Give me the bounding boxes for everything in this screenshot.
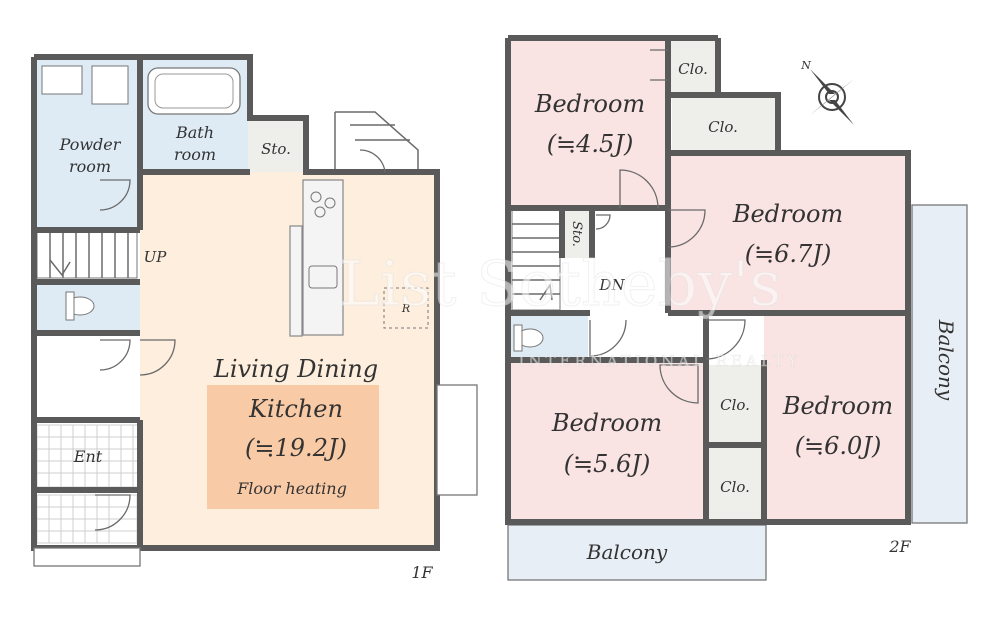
bedroom-se-label: Bedroom [782, 392, 893, 420]
bedroom-nw-size: (≒4.5J) [547, 130, 634, 158]
staircase-2f [511, 209, 561, 311]
storage-1f-area [248, 118, 303, 172]
floor-label-2f: 2F [888, 537, 911, 556]
bedroom-se-size: (≒6.0J) [795, 432, 882, 460]
bedroom-sw-label: Bedroom [551, 409, 662, 437]
watermark-subtitle: INTERNATIONAL REALTY [518, 352, 801, 370]
refrigerator-label: R [401, 302, 410, 315]
toilet-tank-2f [513, 324, 523, 352]
closet-s1-label: Clo. [720, 396, 750, 414]
bathtub-inner [154, 73, 234, 109]
balcony-east-area [911, 204, 968, 524]
closet-s2-label: Clo. [720, 478, 750, 496]
floor-1f: Powder room Bath room Sto. UP R Living D… [31, 54, 478, 582]
svg-text:N: N [800, 59, 811, 72]
floor-2f: N Bedroom (≒4.5J) Clo. Clo. Bedroom (≒6.… [505, 35, 968, 581]
balcony-south-label: Balcony [586, 540, 668, 564]
storage-2f-area [562, 210, 592, 258]
bedroom-sw-area [508, 360, 706, 520]
floor-heating-area [207, 385, 379, 509]
entrance-label: Ent [73, 447, 103, 466]
closet-nw-label: Clo. [678, 60, 708, 78]
bedroom-ne-area [668, 153, 908, 313]
storage-1f-label: Sto. [261, 140, 291, 158]
stove-burner [310, 191, 322, 203]
closet-mid-area [672, 97, 778, 153]
bedroom-se-area [764, 313, 908, 520]
ldk-label: Living Dining [213, 355, 378, 383]
stove-burner [314, 206, 326, 218]
ldk-label: Kitchen [248, 395, 343, 423]
stairs-up-label: UP [144, 248, 168, 266]
staircase-1f [36, 231, 138, 279]
bedroom-nw-label: Bedroom [534, 90, 645, 118]
deck-1f [436, 384, 478, 496]
bath-room-label: room [174, 145, 216, 164]
closet-mid-label: Clo. [708, 118, 738, 136]
bath-room-label: Bath [175, 123, 214, 142]
stove-burner [324, 197, 336, 209]
bedroom-sw-size: (≒5.6J) [564, 450, 651, 478]
outdoor-steps [334, 111, 419, 172]
floor-heating-label: Floor heating [236, 479, 347, 498]
bedroom-ne-label: Bedroom [732, 200, 843, 228]
kitchen-counter [302, 179, 344, 336]
ldk-size: (≒19.2J) [245, 434, 347, 462]
powder-room-label: Powder [59, 135, 122, 154]
stairs-down-label: DN [598, 276, 625, 294]
toilet-tank-1f [65, 291, 75, 321]
entrance-tiles [36, 424, 141, 544]
closet-s2-area [706, 448, 764, 520]
washbasin [41, 65, 83, 95]
bedroom-ne-size: (≒6.7J) [745, 240, 832, 268]
balcony-east-label: Balcony [934, 319, 958, 401]
watermark-brand: List Sotheby's [339, 247, 781, 320]
watermark: List Sotheby's INTERNATIONAL REALTY [338, 247, 801, 371]
bedroom-nw-area [508, 40, 668, 208]
kitchen-island [289, 225, 303, 337]
storage-2f-label: Sto. [569, 221, 584, 247]
porch-1f [33, 547, 141, 567]
closet-nw-area [668, 40, 718, 93]
balcony-south-area [507, 524, 767, 581]
closet-s1-area [706, 365, 764, 443]
compass-icon: N [800, 59, 854, 125]
floor-label-1f: 1F [411, 563, 433, 582]
kitchen-sink [308, 265, 338, 289]
bathtub [147, 67, 241, 115]
closet-1f-area [37, 336, 140, 416]
powder-room-label: room [69, 157, 111, 176]
washing-machine [91, 65, 129, 105]
